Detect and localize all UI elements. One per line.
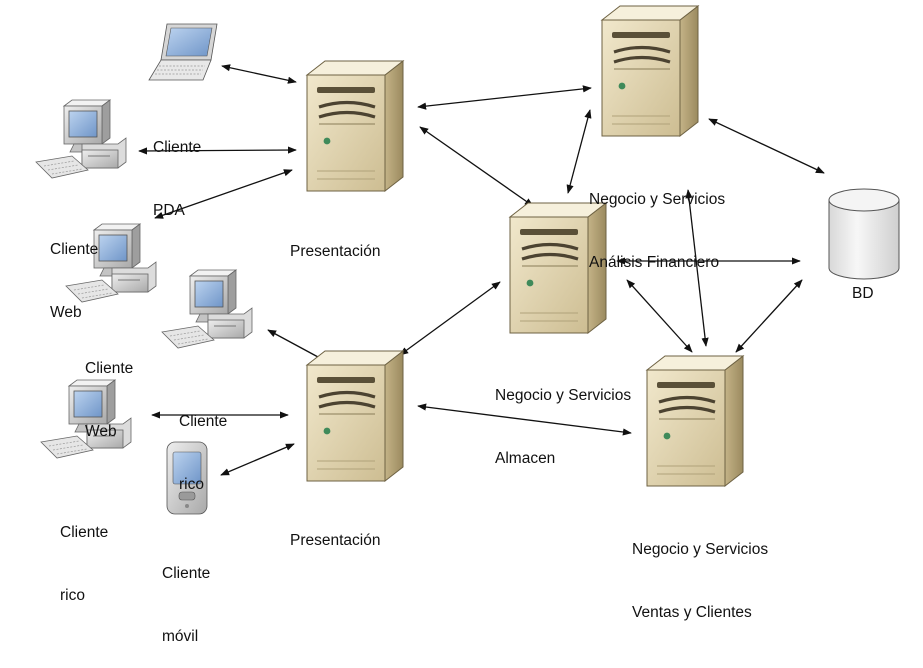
connector-presentacion-ventas [417,403,632,436]
label-line: Almacen [495,450,556,467]
label-line: Presentación [290,532,381,549]
server-icon-ventas [645,354,745,488]
label-line: rico [60,587,85,604]
label-rico1: Cliente rico [179,369,227,516]
label-presentacion-bottom: Presentación [290,488,380,572]
connector-presentacion-analisis [417,85,592,110]
label-rico2: Cliente rico [60,480,108,627]
label-line: PDA [153,202,185,219]
label-line: Presentación [290,243,381,260]
label-bd: BD [852,241,874,325]
connector-presentacion-almacen [419,126,534,207]
label-presentacion-top: Presentación [290,199,380,283]
server-icon-presentacion-top [305,59,405,193]
label-line: Cliente [60,524,109,541]
label-almacen: Negocio y Servicios Almacen [495,343,631,490]
label-web2: Cliente Web [85,316,133,463]
label-line: BD [852,285,874,302]
label-movil: Cliente móvil [162,521,210,668]
label-line: Negocio y Servicios [495,387,632,404]
label-line: Negocio y Servicios [589,191,726,208]
server-icon-presentacion-bottom [305,349,405,483]
label-line: rico [179,476,204,493]
label-analisis: Negocio y Servicios Análisis Financiero [589,147,725,294]
label-line: Web [50,304,82,321]
label-line: Análisis Financiero [589,254,720,271]
label-line: Web [85,423,117,440]
label-pda: Cliente PDA [153,95,201,242]
computer-icon-web1 [35,99,127,179]
connector-group [138,64,825,476]
server-icon-analisis [600,4,700,138]
connector-pda-presentacion [221,64,297,84]
label-line: móvil [162,628,199,645]
connector-analisis-ventas [685,189,709,347]
label-line: Cliente [162,565,211,582]
connector-movil-presentacion [220,443,295,476]
connector-analisis-bd [708,118,825,174]
laptop-icon-pda [148,23,218,81]
connector-web2-presentacion [154,169,293,219]
connector-ventas-bd [735,279,803,353]
connector-almacen-analisis [566,109,592,194]
label-line: Cliente [179,413,228,430]
label-line: Negocio y Servicios [632,541,769,558]
label-web1: Cliente Web [50,197,98,344]
label-ventas: Negocio y Servicios Ventas y Clientes [632,497,768,644]
computer-icon-rico1 [161,269,253,349]
label-line: Cliente [85,360,134,377]
label-line: Ventas y Clientes [632,604,752,621]
connector-web1-presentacion [138,146,297,155]
connector-almacen-ventas [626,279,693,353]
label-line: Cliente [50,241,99,258]
architecture-diagram [35,4,900,515]
database-icon [828,188,900,280]
connector-presentacion-almacen-2 [399,281,501,356]
label-line: Cliente [153,139,202,156]
